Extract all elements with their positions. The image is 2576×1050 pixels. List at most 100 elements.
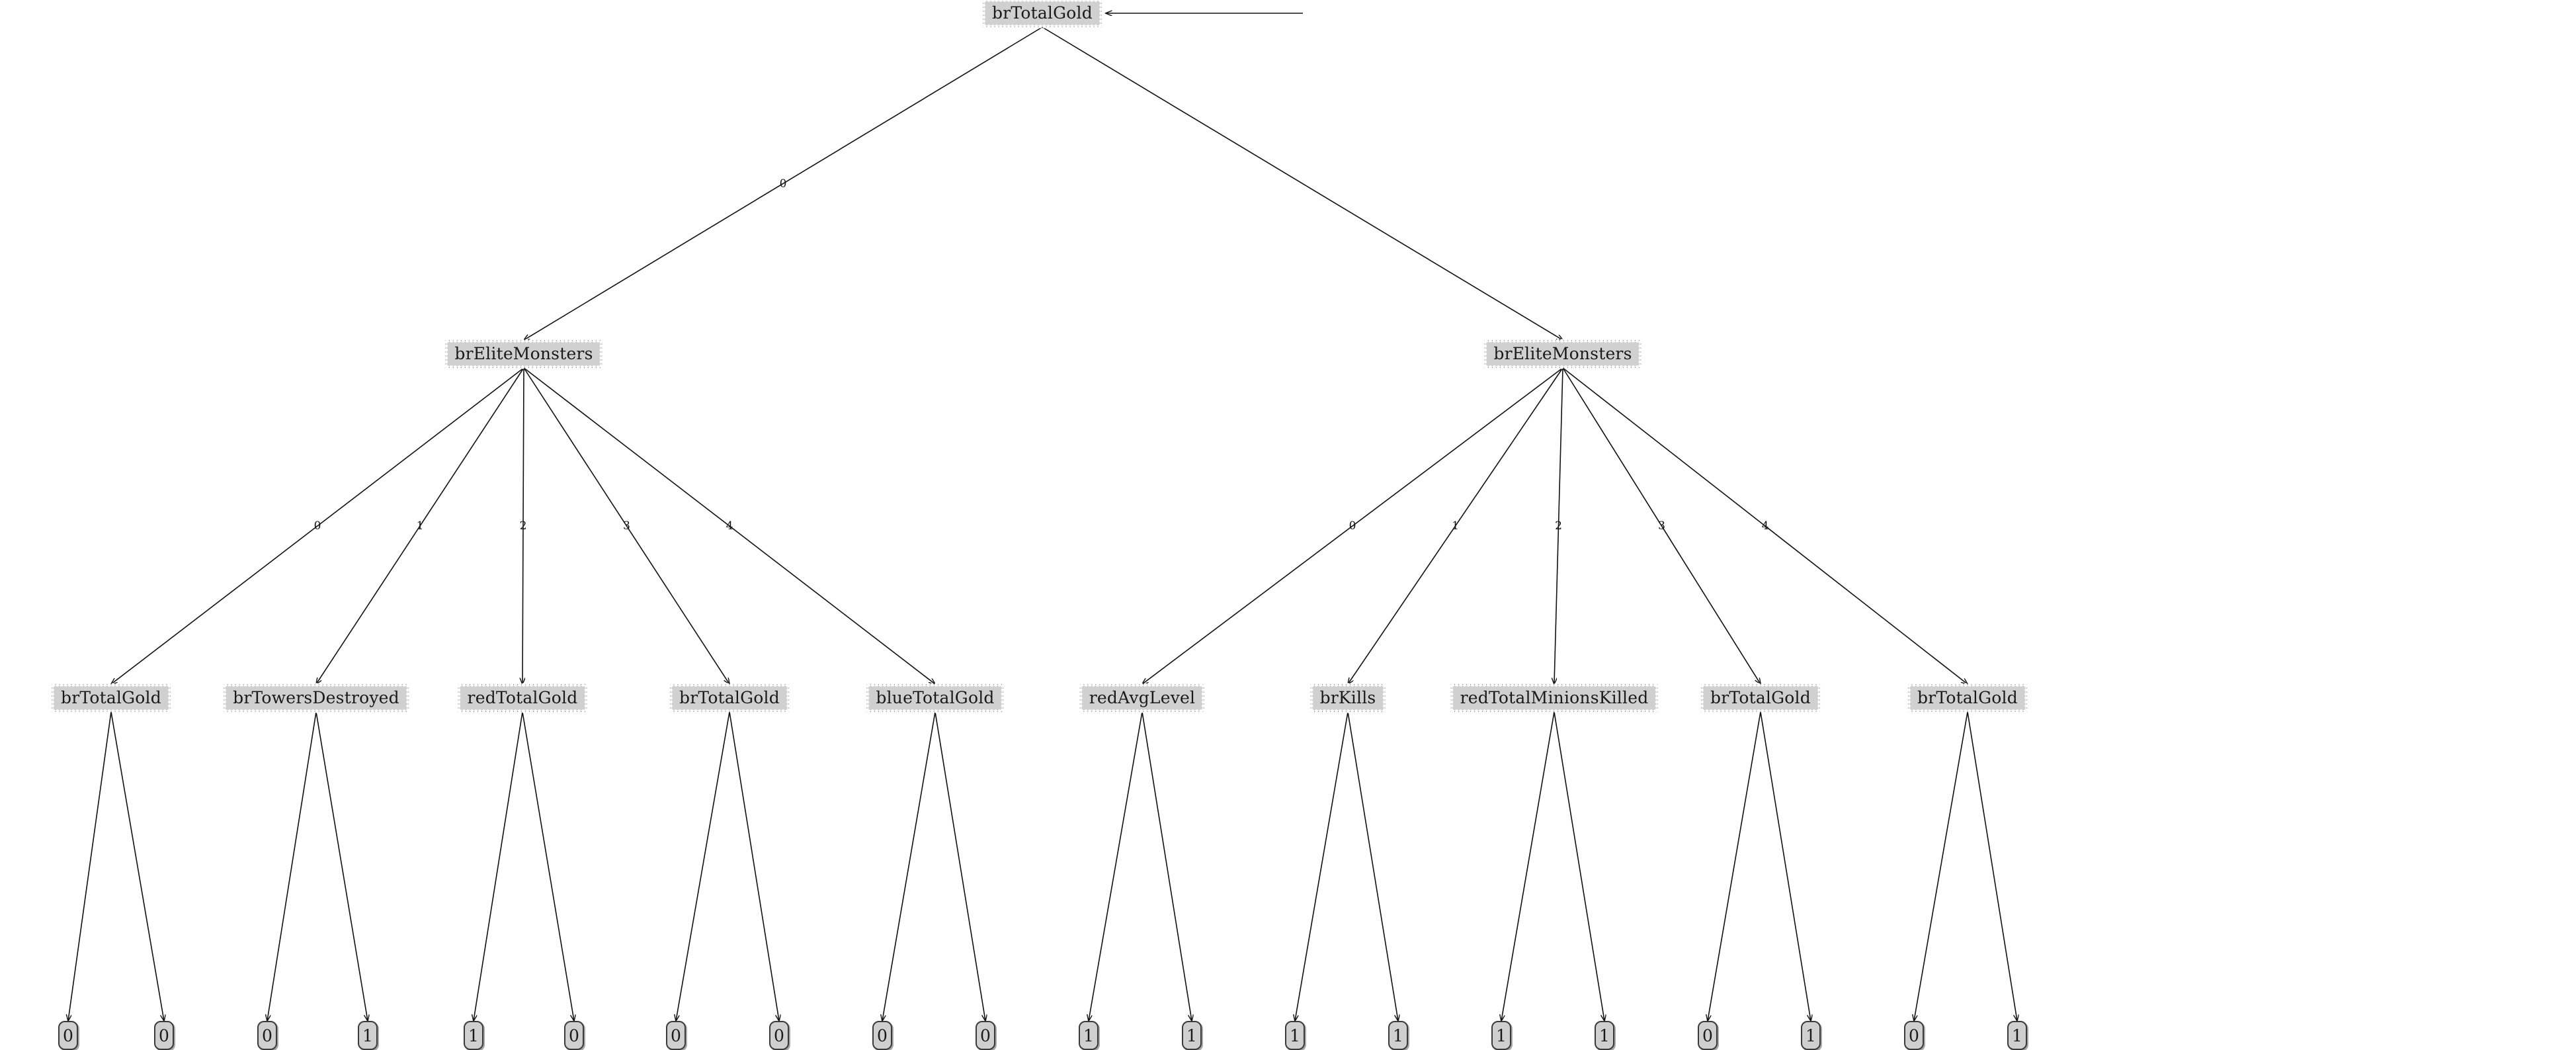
node-feature-label: brKills xyxy=(1319,688,1376,707)
leaf-value: 1 xyxy=(1806,1026,1816,1045)
tree-internal-node[interactable]: redAvgLevel xyxy=(1078,683,1206,713)
edge-label: 0 xyxy=(313,519,321,533)
tree-leaf-node[interactable]: 1 xyxy=(2007,1021,2027,1050)
node-feature-label: brTotalGold xyxy=(992,3,1093,22)
tree-leaf-node[interactable]: 0 xyxy=(872,1021,892,1050)
tree-edge xyxy=(315,711,368,1021)
leaf-value: 0 xyxy=(1702,1026,1713,1045)
tree-internal-node[interactable]: redTotalGold xyxy=(456,683,589,713)
tree-leaf-node[interactable]: 0 xyxy=(58,1021,78,1050)
tree-leaf-node[interactable]: 1 xyxy=(464,1021,483,1050)
node-border-decoration xyxy=(50,684,55,712)
tree-internal-node[interactable]: brTotalGold xyxy=(1700,683,1821,713)
node-border-decoration xyxy=(584,684,589,712)
tree-edge xyxy=(110,711,164,1021)
tree-internal-node[interactable]: blueTotalGold xyxy=(865,683,1005,713)
tree-internal-node[interactable]: redTotalMinionsKilled xyxy=(1449,683,1659,713)
tree-edge xyxy=(267,711,317,1021)
node-border-decoration xyxy=(222,684,227,712)
leaf-value: 1 xyxy=(1393,1026,1403,1045)
leaf-value: 0 xyxy=(877,1026,888,1045)
tree-edge xyxy=(1347,711,1398,1021)
node-border-decoration xyxy=(1382,684,1387,712)
tree-internal-node[interactable]: brTowersDestroyed xyxy=(222,683,410,713)
tree-edge xyxy=(1760,711,1811,1021)
tree-edge xyxy=(1142,711,1192,1021)
tree-leaf-node[interactable]: 1 xyxy=(1388,1021,1408,1050)
tree-leaf-node[interactable]: 0 xyxy=(154,1021,174,1050)
tree-internal-node[interactable]: brTotalGold xyxy=(669,683,790,713)
tree-edge xyxy=(1554,711,1604,1021)
edge-label: 2 xyxy=(519,519,527,533)
node-feature-label: redAvgLevel xyxy=(1089,688,1196,707)
node-border-decoration xyxy=(2024,684,2028,712)
node-border-decoration xyxy=(1449,684,1454,712)
tree-edge xyxy=(1967,711,2017,1021)
leaf-value: 1 xyxy=(1496,1026,1507,1045)
tree-leaf-node[interactable]: 1 xyxy=(1285,1021,1305,1050)
tree-leaf-node[interactable]: 1 xyxy=(1079,1021,1099,1050)
tree-edge xyxy=(1295,711,1349,1021)
edge-label: 0 xyxy=(1349,519,1356,533)
tree-edge xyxy=(729,711,779,1021)
leaf-value: 1 xyxy=(1083,1026,1094,1045)
node-feature-label: brTotalGold xyxy=(1710,688,1811,707)
node-feature-label: blueTotalGold xyxy=(876,688,995,707)
leaf-value: 1 xyxy=(468,1026,479,1045)
node-feature-label: brTotalGold xyxy=(679,688,780,707)
tree-leaf-node[interactable]: 0 xyxy=(257,1021,277,1050)
node-border-decoration xyxy=(786,684,790,712)
node-border-decoration xyxy=(1700,684,1704,712)
node-feature-label: redTotalMinionsKilled xyxy=(1460,688,1649,707)
node-border-decoration xyxy=(669,684,673,712)
tree-leaf-node[interactable]: 1 xyxy=(1801,1021,1821,1050)
tree-internal-node[interactable]: brTotalGold xyxy=(981,0,1103,28)
tree-edge xyxy=(882,711,936,1021)
tree-edge xyxy=(522,711,574,1021)
leaf-value: 1 xyxy=(1599,1026,1610,1045)
tree-internal-node[interactable]: brKills xyxy=(1309,683,1387,713)
node-border-decoration xyxy=(1483,340,1487,368)
tree-edge xyxy=(1708,711,1761,1021)
tree-leaf-node[interactable]: 1 xyxy=(1182,1021,1202,1050)
leaf-value: 0 xyxy=(569,1026,579,1045)
leaf-value: 0 xyxy=(262,1026,272,1045)
node-border-decoration xyxy=(1099,0,1103,27)
tree-leaf-node[interactable]: 0 xyxy=(976,1021,995,1050)
tree-internal-node[interactable]: brTotalGold xyxy=(1907,683,2028,713)
tree-leaf-node[interactable]: 1 xyxy=(1491,1021,1511,1050)
tree-edge xyxy=(474,711,523,1021)
leaf-value: 0 xyxy=(774,1026,784,1045)
node-border-decoration xyxy=(1001,684,1005,712)
leaf-value: 0 xyxy=(980,1026,991,1045)
tree-leaf-node[interactable]: 0 xyxy=(1904,1021,1924,1050)
leaf-value: 0 xyxy=(671,1026,681,1045)
tree-leaf-node[interactable]: 0 xyxy=(769,1021,789,1050)
node-border-decoration xyxy=(456,684,461,712)
leaf-value: 1 xyxy=(2012,1026,2022,1045)
leaf-value: 1 xyxy=(362,1026,373,1045)
leaf-value: 1 xyxy=(1186,1026,1197,1045)
tree-edge xyxy=(676,711,730,1021)
node-border-decoration xyxy=(1817,684,1821,712)
tree-internal-node[interactable]: brEliteMonsters xyxy=(444,339,604,369)
node-border-decoration xyxy=(1309,684,1313,712)
node-border-decoration xyxy=(1638,340,1643,368)
tree-edge xyxy=(68,711,112,1021)
tree-leaf-node[interactable]: 0 xyxy=(564,1021,584,1050)
node-feature-label: redTotalGold xyxy=(467,688,578,707)
tree-leaf-node[interactable]: 1 xyxy=(358,1021,378,1050)
node-feature-label: brTowersDestroyed xyxy=(233,688,399,707)
tree-leaf-node[interactable]: 0 xyxy=(666,1021,686,1050)
tree-edge xyxy=(1501,711,1555,1021)
node-border-decoration xyxy=(1655,684,1659,712)
tree-internal-node[interactable]: brTotalGold xyxy=(50,683,172,713)
node-border-decoration xyxy=(599,340,604,368)
tree-leaf-node[interactable]: 0 xyxy=(1698,1021,1718,1050)
tree-internal-node[interactable]: brEliteMonsters xyxy=(1483,339,1643,369)
node-border-decoration xyxy=(444,340,448,368)
node-feature-label: brEliteMonsters xyxy=(1493,344,1632,363)
tree-leaf-node[interactable]: 1 xyxy=(1595,1021,1614,1050)
